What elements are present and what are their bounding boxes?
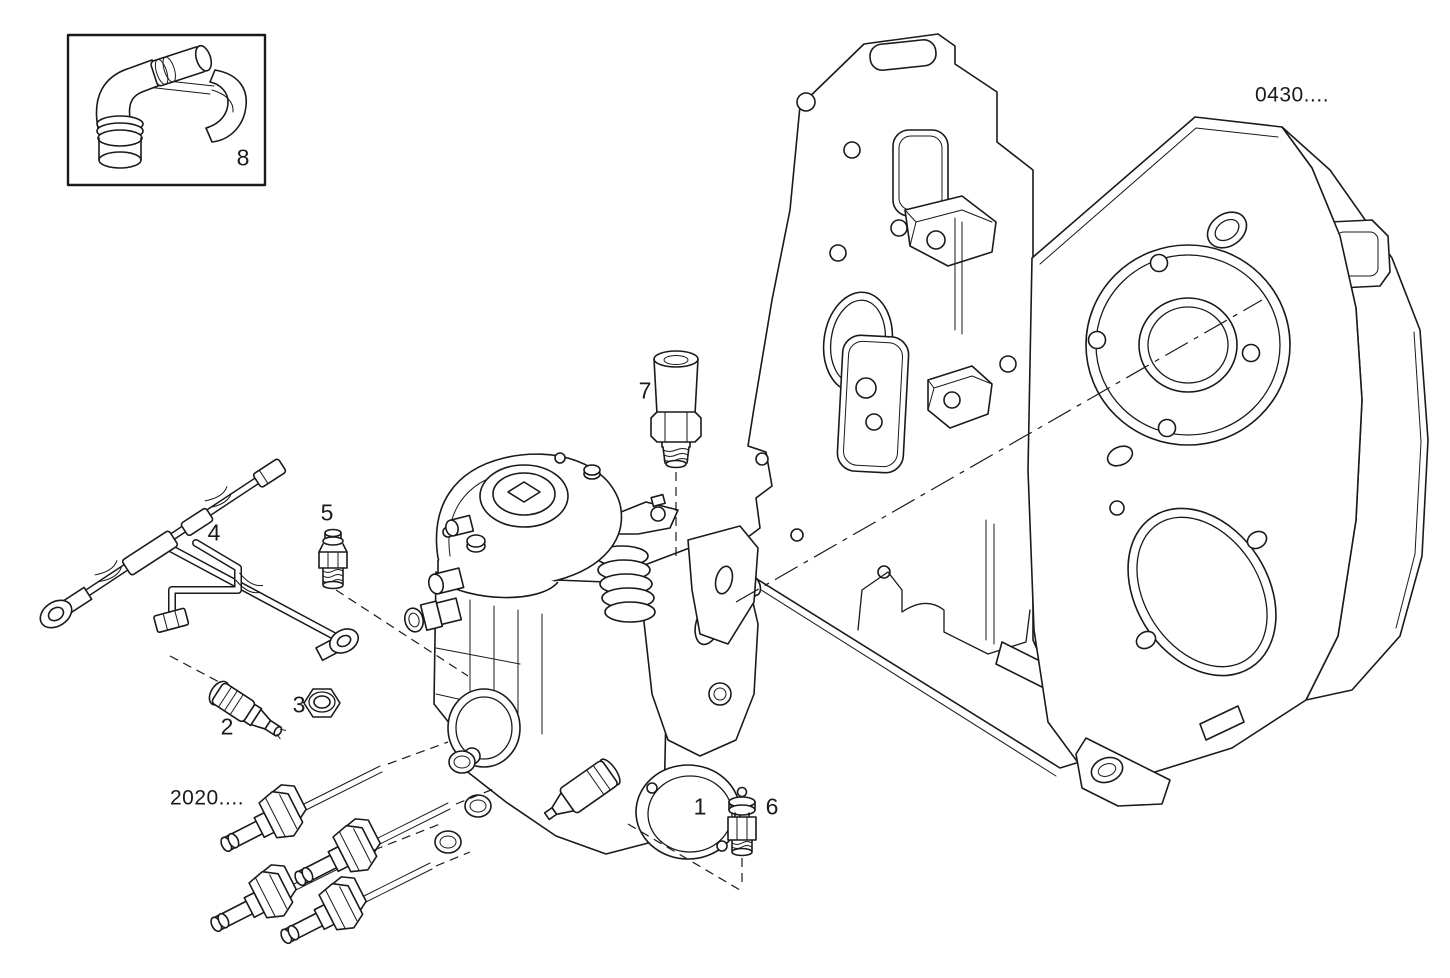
leader-lines — [169, 299, 1263, 891]
sensor-drawing — [208, 680, 287, 740]
callout-part-3: 3 — [292, 691, 306, 718]
callout-part-4: 4 — [207, 519, 221, 546]
overflow-valve-drawing — [727, 786, 757, 857]
ref-timing-gear-case: 0430.... — [1254, 83, 1330, 107]
callout-part-1: 1 — [693, 793, 707, 820]
injection-pump-drawing — [403, 452, 762, 860]
callout-part-5: 5 — [320, 499, 334, 526]
plug-sensor-drawing — [650, 350, 702, 469]
elbow-union-drawing — [95, 44, 247, 169]
crankcase-back-plate — [736, 33, 1087, 777]
callout-part-2: 2 — [220, 713, 234, 740]
pto-opening — [1127, 507, 1277, 677]
shutoff-solenoid — [543, 758, 621, 821]
bleed-fitting-drawing — [318, 528, 348, 590]
ref-injection-pipes-group: 2020.... — [169, 786, 245, 810]
inset-box-part-8 — [66, 33, 267, 187]
crankshaft-seal-boss — [1085, 211, 1291, 446]
harness-clip — [153, 607, 190, 634]
spade-terminal — [252, 458, 287, 488]
mounting-centerline — [735, 299, 1263, 603]
governor-spring — [595, 545, 656, 623]
timing-gear-case-drawing — [736, 33, 1429, 807]
callout-part-7: 7 — [638, 377, 652, 404]
outlet-ports — [434, 750, 492, 854]
wiring-harness-drawing — [39, 458, 360, 662]
injection-pipe-fittings-drawing — [198, 765, 451, 960]
hex-nut-drawing — [303, 688, 341, 718]
callout-part-6: 6 — [765, 793, 779, 820]
callout-part-8: 8 — [236, 144, 250, 171]
ring-terminal — [39, 586, 93, 629]
dome-bolts — [442, 452, 601, 553]
timing-cover-front — [1027, 116, 1429, 807]
ring-terminal — [315, 628, 360, 662]
